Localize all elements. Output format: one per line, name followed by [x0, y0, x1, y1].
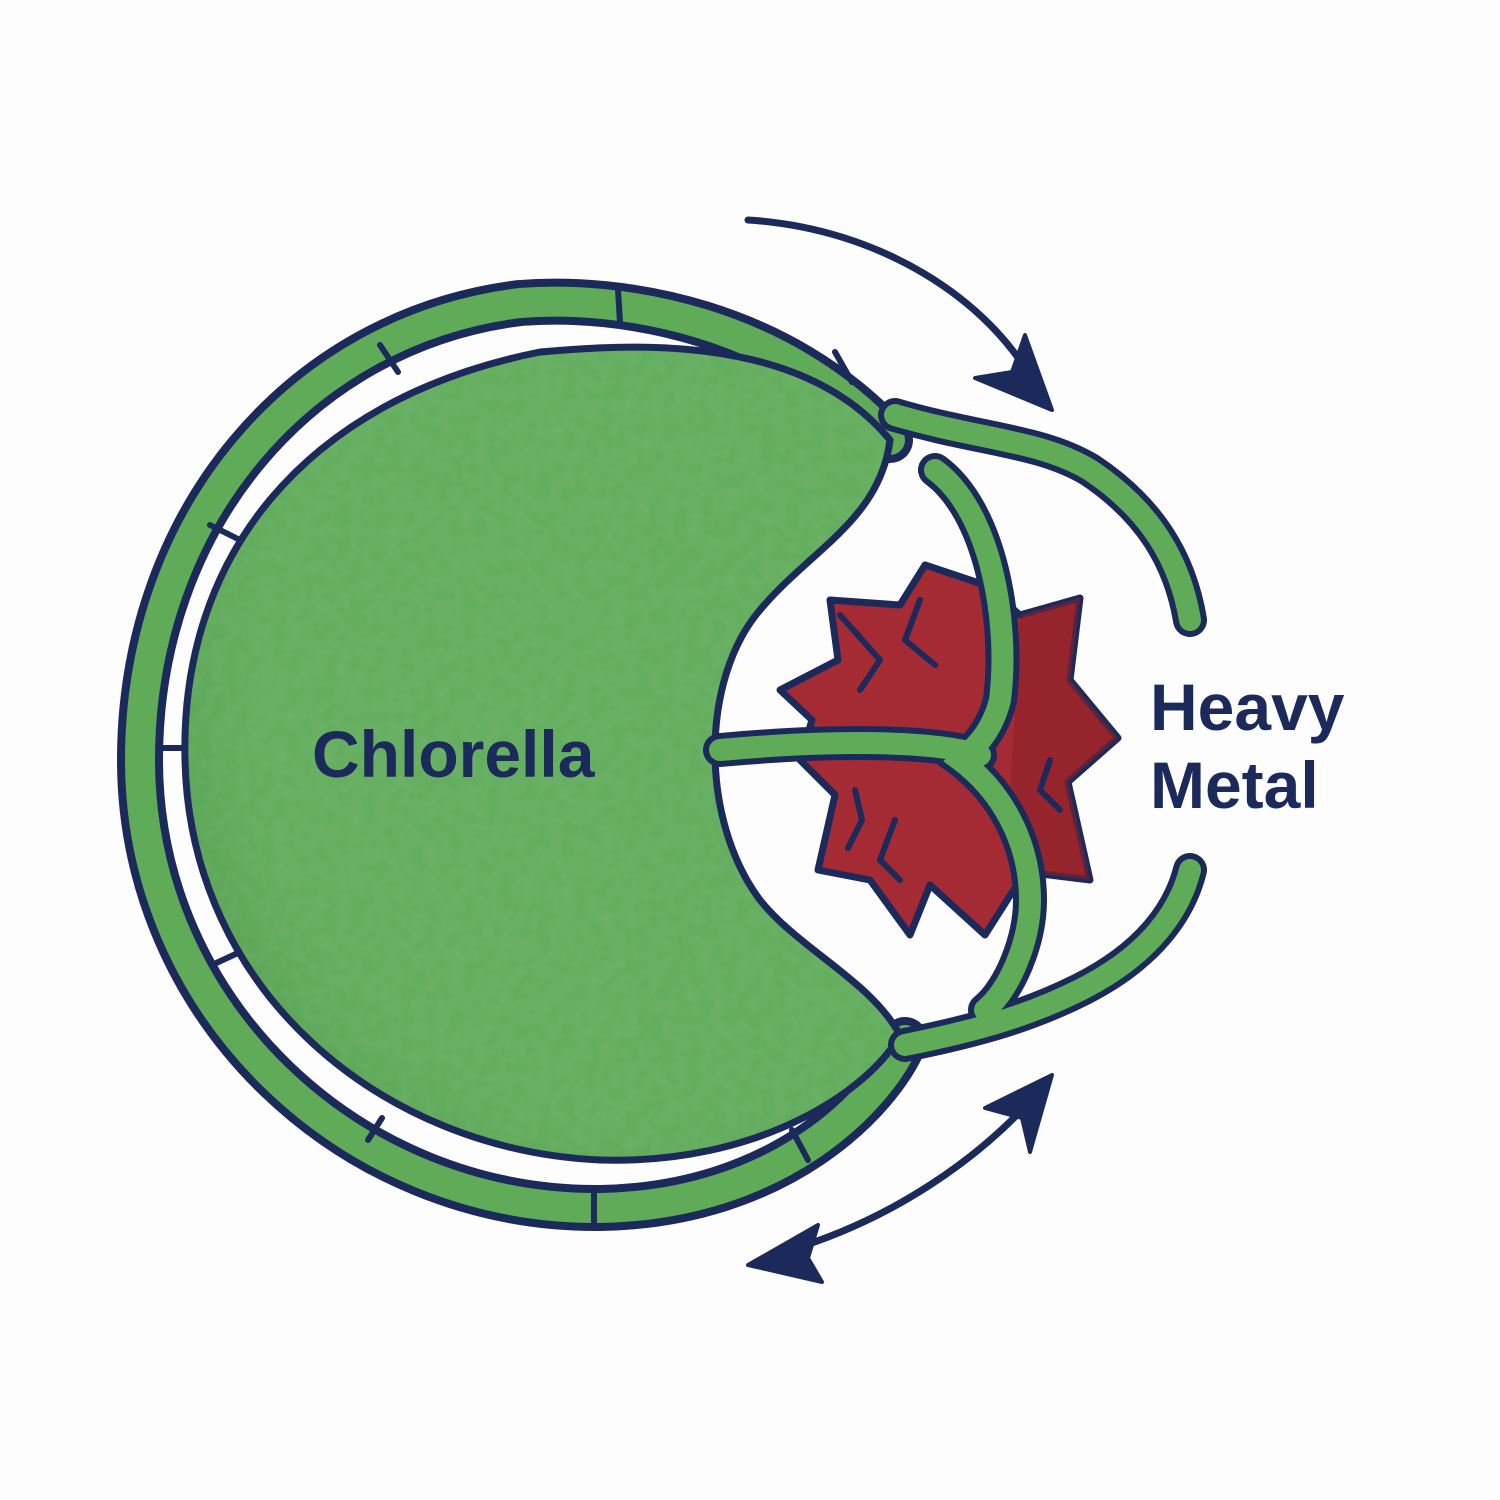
- cell-body-outline: [181, 343, 904, 1164]
- double-headed-curved-arrow-icon: [746, 1073, 1054, 1284]
- metal-label-line1: Heavy: [1150, 670, 1345, 744]
- wall-segment-dividers: [157, 287, 855, 1225]
- cell-label: Chlorella: [312, 717, 596, 791]
- metal-label-line2: Metal: [1150, 748, 1319, 822]
- capture-strands: [703, 398, 1207, 1062]
- cell-wall: [116, 278, 928, 1232]
- curved-arrow-down-icon: [744, 216, 1054, 412]
- metal-particle-shade: [1010, 598, 1118, 880]
- metal-particle-facets: [837, 597, 1063, 883]
- cell-wall-band-fill: [124, 286, 920, 1224]
